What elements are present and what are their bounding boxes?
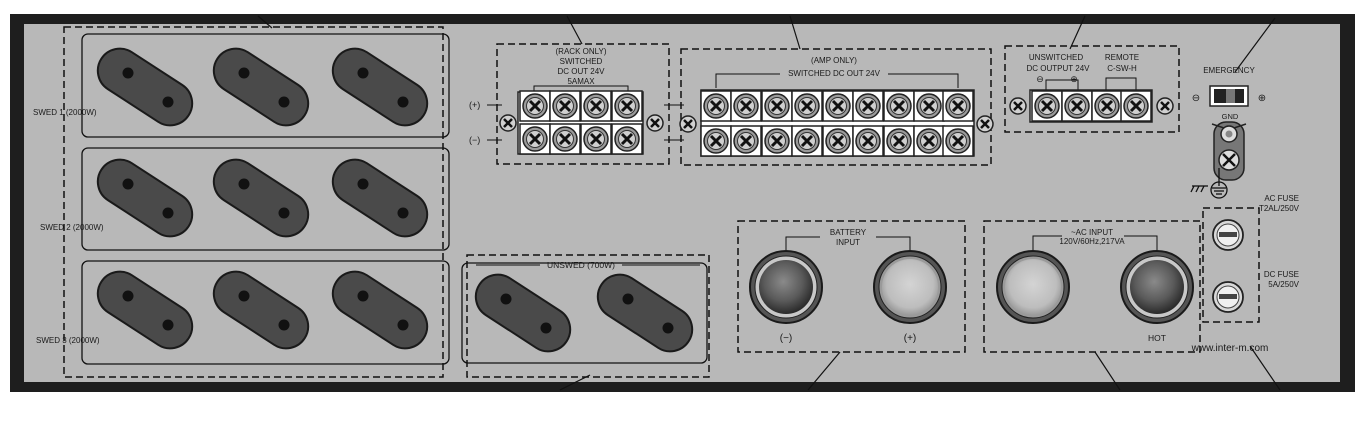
terminal-screw: [760, 124, 794, 158]
terminal-screw: [699, 124, 733, 158]
terminal-screw: [760, 89, 794, 123]
gnd-label: GND: [1222, 112, 1239, 121]
terminal-screw: [518, 89, 552, 123]
ac-input-group: [983, 220, 1201, 353]
terminal-screw: [851, 124, 885, 158]
leader-lines: [257, 15, 1281, 391]
rack-minus-label: (−): [469, 135, 480, 145]
battery-plus-label: (+): [904, 333, 917, 344]
mount-screw: [645, 113, 665, 133]
mount-screw: [1155, 96, 1175, 116]
terminal-screw: [821, 124, 855, 158]
amp-terminal-group: [680, 48, 992, 166]
dc-plus-symbol: ⊕: [1070, 74, 1078, 84]
terminal-screw: [579, 122, 613, 156]
terminal-screw: [882, 124, 916, 158]
dc-fuse-line-2: 5A/250V: [1268, 280, 1299, 289]
switched-outlets-group: [63, 26, 444, 378]
ac-hot-connector[interactable]: [1120, 250, 1194, 324]
terminal-screw: [729, 124, 763, 158]
amp-terminal-line-2: SWITCHED DC OUT 24V: [788, 69, 881, 78]
terminal-screw: [912, 89, 946, 123]
ground-terminal[interactable]: [1211, 121, 1247, 181]
unswitched-outlets-group: [466, 254, 710, 378]
ac-fuse-holder[interactable]: [1212, 219, 1244, 251]
terminal-screw: [941, 89, 975, 123]
terminal-screw: [790, 89, 824, 123]
ac-input-line-2: 120V/60Hz,217VA: [1059, 237, 1125, 246]
outlet-row-2: [81, 147, 450, 251]
terminal-screw: [912, 124, 946, 158]
emergency-minus: ⊖: [1192, 93, 1200, 104]
rack-terminal-line-1: (RACK ONLY): [556, 47, 607, 56]
terminal-screw: [1090, 89, 1124, 123]
battery-plus-connector[interactable]: [873, 250, 947, 324]
terminal-screw: [851, 89, 885, 123]
rack-terminal-line-3: DC OUT 24V: [558, 67, 606, 76]
ac-fuse-line-1: AC FUSE: [1264, 194, 1299, 203]
mount-screw: [1008, 96, 1028, 116]
outlet-row-3-label: SWED 3 (2000W): [36, 336, 100, 345]
unswitched-outlet-frame: [461, 262, 708, 364]
terminal-screw: [1030, 89, 1064, 123]
rack-plus-label: (+): [469, 100, 480, 110]
terminal-screw: [548, 89, 582, 123]
dc-minus-symbol: ⊖: [1036, 74, 1044, 84]
rack-terminal-line-2: SWITCHED: [560, 57, 603, 66]
terminal-screw: [1060, 89, 1094, 123]
emergency-plus: ⊕: [1258, 93, 1266, 104]
ac-hot-label: HOT: [1148, 333, 1166, 343]
rack-terminal-group: [496, 43, 670, 165]
terminal-screw: [610, 89, 644, 123]
unswitched-dc-line-1: UNSWITCHED: [1029, 53, 1083, 62]
ac-input-line-1: ~AC INPUT: [1071, 228, 1113, 237]
outlet-row-1-label: SWED 1 (2000W): [33, 108, 97, 117]
amp-terminal-line-1: (AMP ONLY): [811, 56, 857, 65]
terminal-screw: [1119, 89, 1153, 123]
outlet-row-1: [81, 33, 450, 138]
battery-minus-label: (−): [780, 333, 793, 344]
battery-minus-connector[interactable]: [749, 250, 823, 324]
chassis-ground-icon: [1190, 168, 1228, 199]
remote-line-1: REMOTE: [1105, 53, 1139, 62]
outlet-row-2-label: SWED 2 (2000W): [40, 223, 104, 232]
rack-terminal-line-4: 5AMAX: [567, 77, 595, 86]
dc-fuse-line-1: DC FUSE: [1264, 270, 1299, 279]
ac-neutral-connector[interactable]: [996, 250, 1070, 324]
terminal-screw: [579, 89, 613, 123]
terminal-screw: [610, 122, 644, 156]
dc-fuse-holder[interactable]: [1212, 281, 1244, 313]
battery-line-2: INPUT: [836, 238, 860, 247]
mount-screw: [975, 114, 995, 134]
battery-input-group: [737, 220, 966, 353]
dc-remote-group: [1004, 45, 1180, 133]
mount-screw: [678, 114, 698, 134]
battery-line-1: BATTERY: [830, 228, 867, 237]
mount-screw: [498, 113, 518, 133]
terminal-screw: [941, 124, 975, 158]
ac-fuse-line-2: T2AL/250V: [1259, 204, 1300, 213]
unswitched-dc-line-2: DC OUTPUT 24V: [1027, 64, 1091, 73]
website-label: www.inter-m.com: [1191, 343, 1269, 354]
terminal-screw: [518, 122, 552, 156]
emergency-label: EMERGENCY: [1203, 66, 1255, 75]
fuse-group: [1202, 207, 1260, 323]
unswitched-outlets-label: UNSWED (700W): [547, 260, 615, 270]
outlet-row-3: [81, 260, 450, 365]
terminal-screw: [882, 89, 916, 123]
terminal-screw: [821, 89, 855, 123]
emergency-switch[interactable]: [1209, 85, 1249, 107]
terminal-screw: [729, 89, 763, 123]
remote-line-2: C-SW-H: [1107, 64, 1137, 73]
terminal-screw: [790, 124, 824, 158]
terminal-screw: [699, 89, 733, 123]
terminal-screw: [548, 122, 582, 156]
